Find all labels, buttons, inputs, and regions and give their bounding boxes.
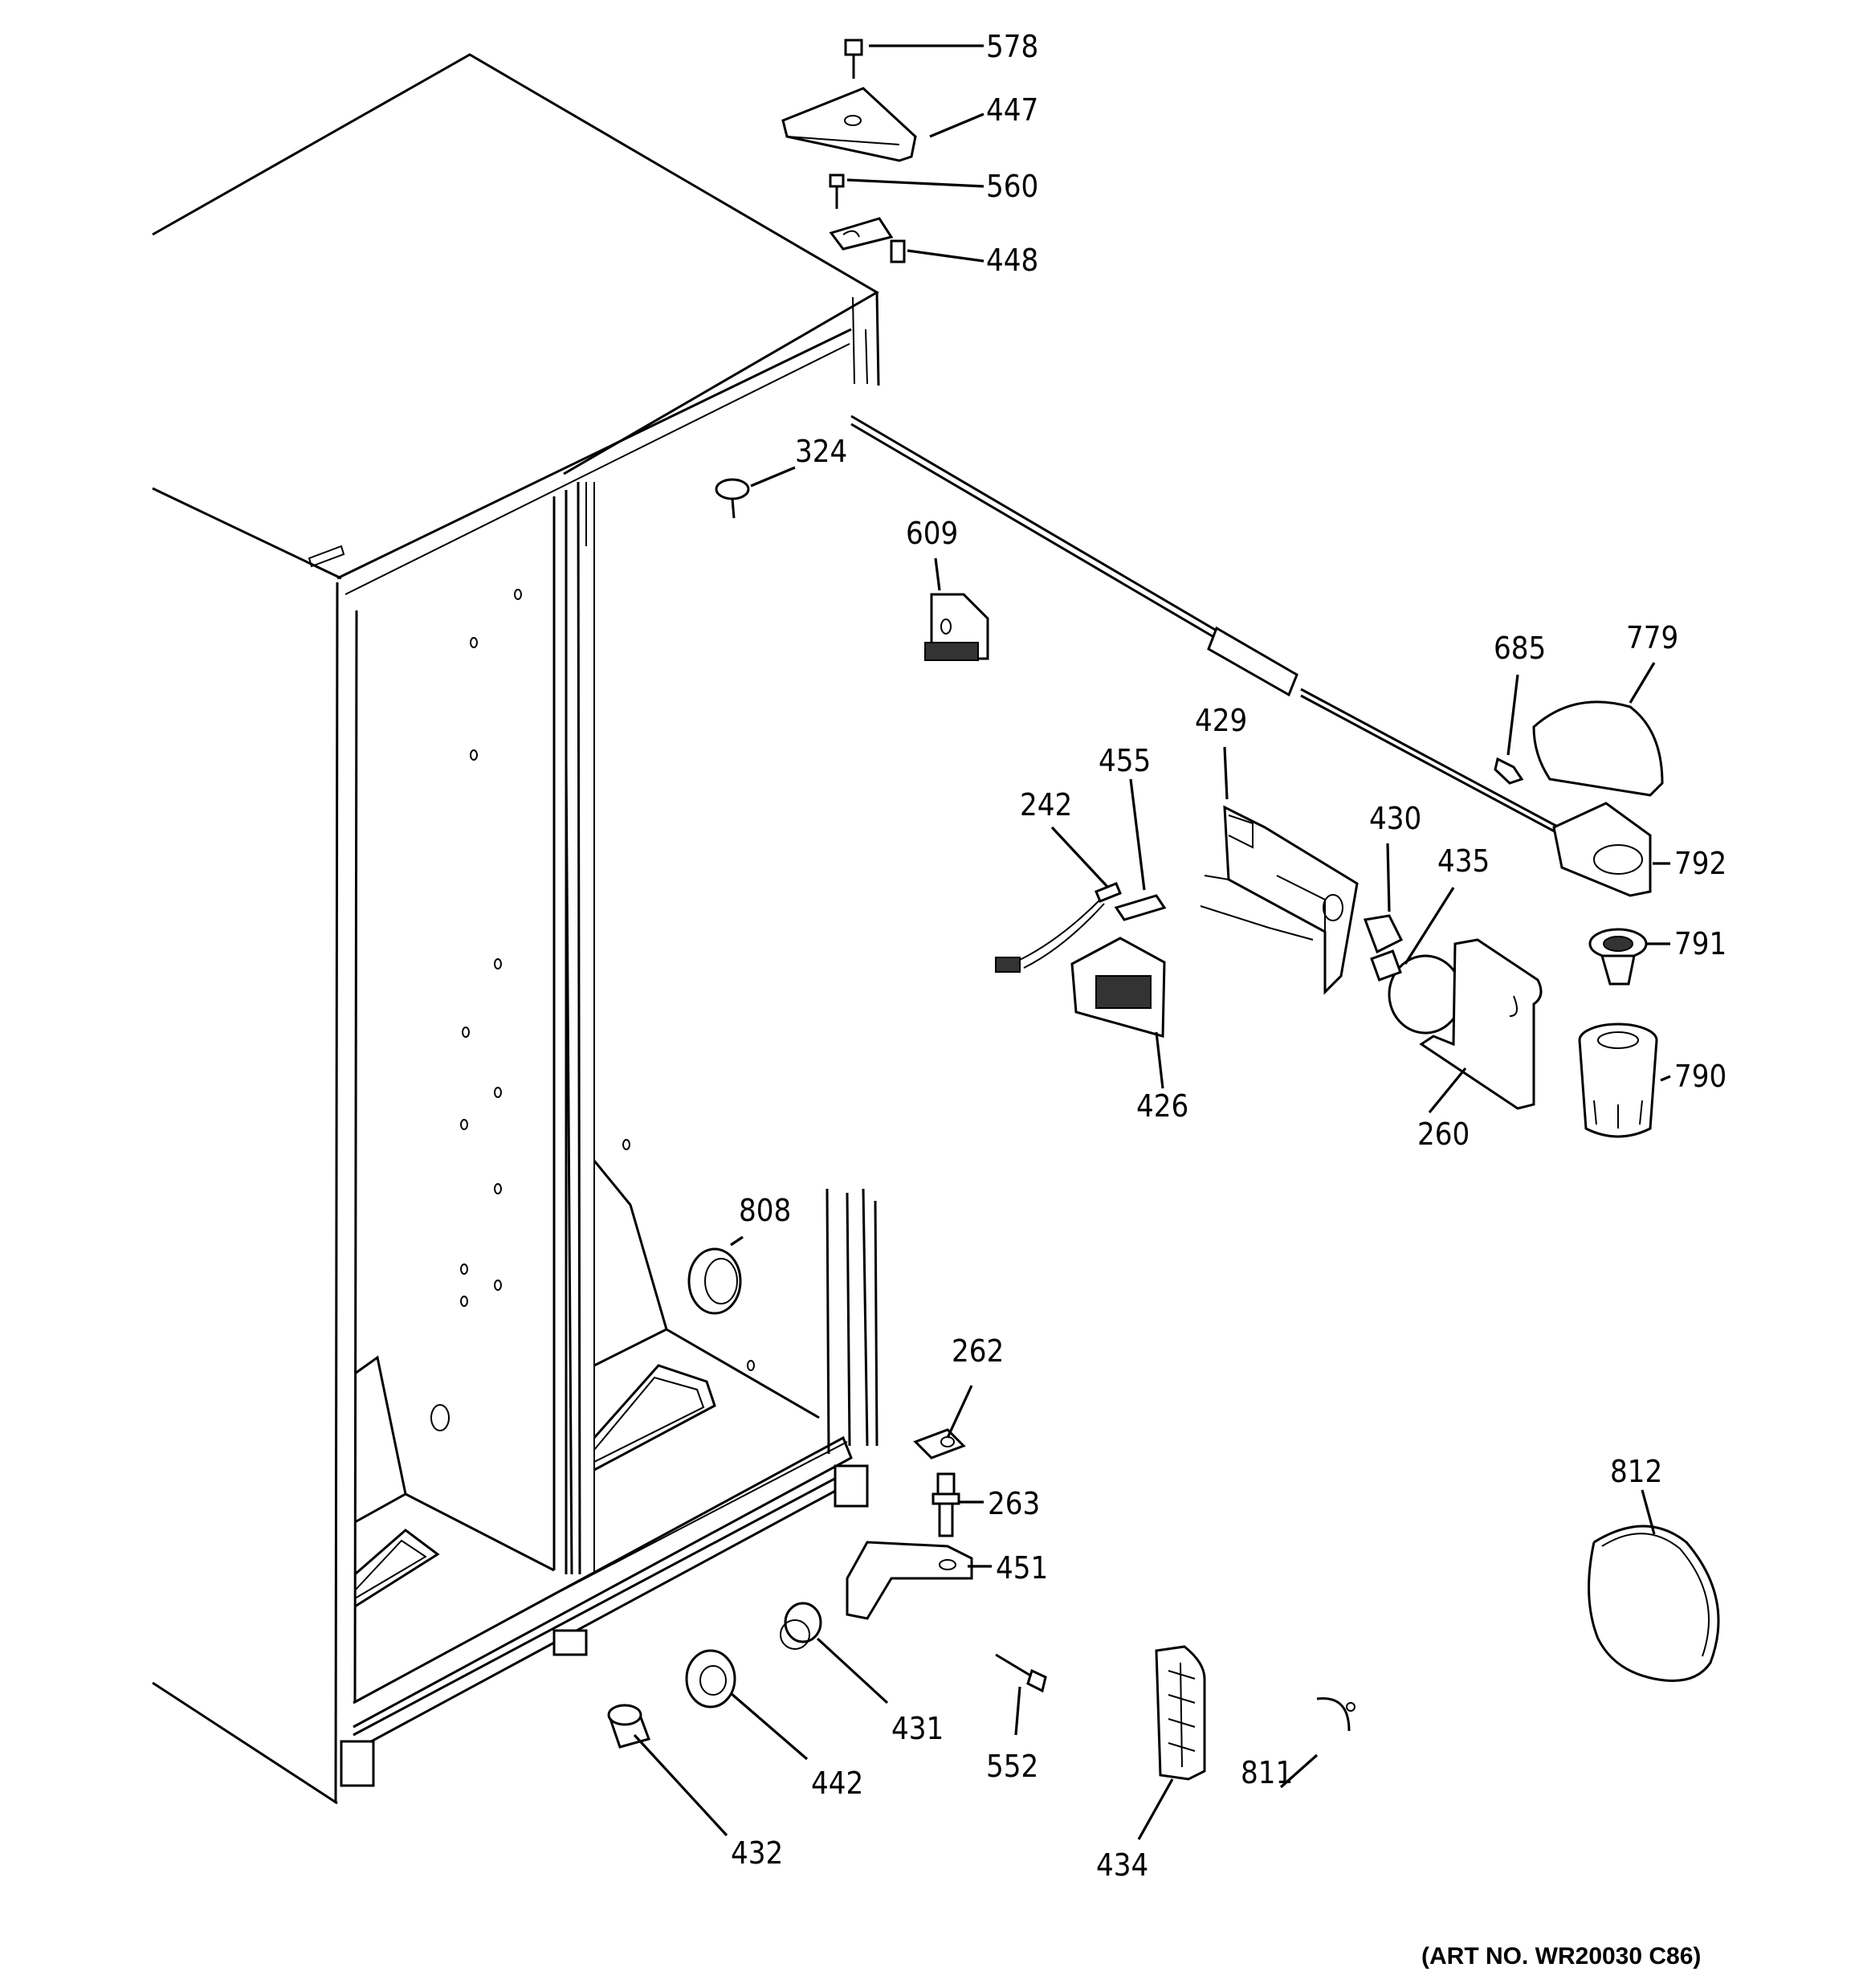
label-609: 609 xyxy=(906,516,958,551)
part-432-sleeve xyxy=(607,1704,650,1749)
part-609-relay xyxy=(924,593,989,661)
part-435-bulb xyxy=(1370,949,1463,1035)
label-262: 262 xyxy=(952,1333,1004,1369)
part-324-plug xyxy=(715,478,750,519)
part-water-tube xyxy=(850,414,1575,843)
part-262-cam xyxy=(913,1428,966,1459)
label-442: 442 xyxy=(811,1766,863,1801)
label-324: 324 xyxy=(795,434,847,469)
part-442-washer xyxy=(685,1649,736,1708)
label-578: 578 xyxy=(986,29,1038,64)
label-435: 435 xyxy=(1437,843,1490,879)
label-432: 432 xyxy=(731,1835,783,1871)
label-263: 263 xyxy=(988,1486,1040,1521)
leader-lines xyxy=(633,44,1671,1840)
art-number: (ART NO. WR20030 C86) xyxy=(1421,1943,1701,1970)
label-552: 552 xyxy=(986,1749,1038,1784)
part-455-connector xyxy=(1114,894,1167,921)
label-242: 242 xyxy=(1020,787,1072,823)
part-431-bushing xyxy=(780,1602,822,1650)
part-263-pin xyxy=(932,1472,960,1537)
part-447-hinge-cover xyxy=(781,87,917,162)
part-792-fitting xyxy=(1552,802,1652,897)
part-578-screw xyxy=(844,39,863,79)
label-447: 447 xyxy=(986,92,1038,128)
label-430: 430 xyxy=(1369,801,1421,836)
label-791: 791 xyxy=(1674,926,1726,961)
part-434-grille xyxy=(1155,1645,1206,1781)
label-431: 431 xyxy=(891,1711,944,1746)
part-779-cap xyxy=(1532,700,1664,797)
part-812-gasket xyxy=(1588,1525,1720,1682)
label-808: 808 xyxy=(739,1193,791,1228)
part-451-lower-hinge xyxy=(846,1541,973,1620)
label-426: 426 xyxy=(1136,1088,1188,1124)
label-429: 429 xyxy=(1195,703,1247,738)
label-448: 448 xyxy=(986,243,1038,278)
refrigerator-cabinet xyxy=(152,53,880,1805)
part-429-housing xyxy=(1200,805,1359,995)
label-790: 790 xyxy=(1674,1059,1726,1094)
part-685-screw xyxy=(1494,757,1524,785)
label-812: 812 xyxy=(1610,1454,1662,1489)
part-791-fitting xyxy=(1588,928,1648,986)
label-455: 455 xyxy=(1099,743,1151,778)
label-451: 451 xyxy=(996,1550,1048,1586)
part-448-hinge xyxy=(829,217,906,263)
label-434: 434 xyxy=(1096,1847,1148,1883)
part-260-light-cover xyxy=(1419,938,1543,1110)
part-426-module xyxy=(1070,937,1166,1038)
part-552-screw xyxy=(995,1653,1047,1693)
label-560: 560 xyxy=(986,169,1038,204)
part-560-screw xyxy=(829,173,845,209)
part-790-filter xyxy=(1578,1023,1658,1138)
part-430-socket xyxy=(1363,914,1404,954)
label-792: 792 xyxy=(1674,846,1726,881)
part-808-plug xyxy=(687,1247,742,1315)
part-811-clip xyxy=(1316,1697,1355,1732)
label-260: 260 xyxy=(1417,1116,1470,1152)
label-811: 811 xyxy=(1241,1755,1293,1790)
part-242-harness xyxy=(995,882,1122,973)
part-labels: 578 447 560 448 324 609 685 779 429 455 … xyxy=(731,29,1726,1970)
label-685: 685 xyxy=(1494,631,1546,666)
label-779: 779 xyxy=(1626,620,1678,655)
